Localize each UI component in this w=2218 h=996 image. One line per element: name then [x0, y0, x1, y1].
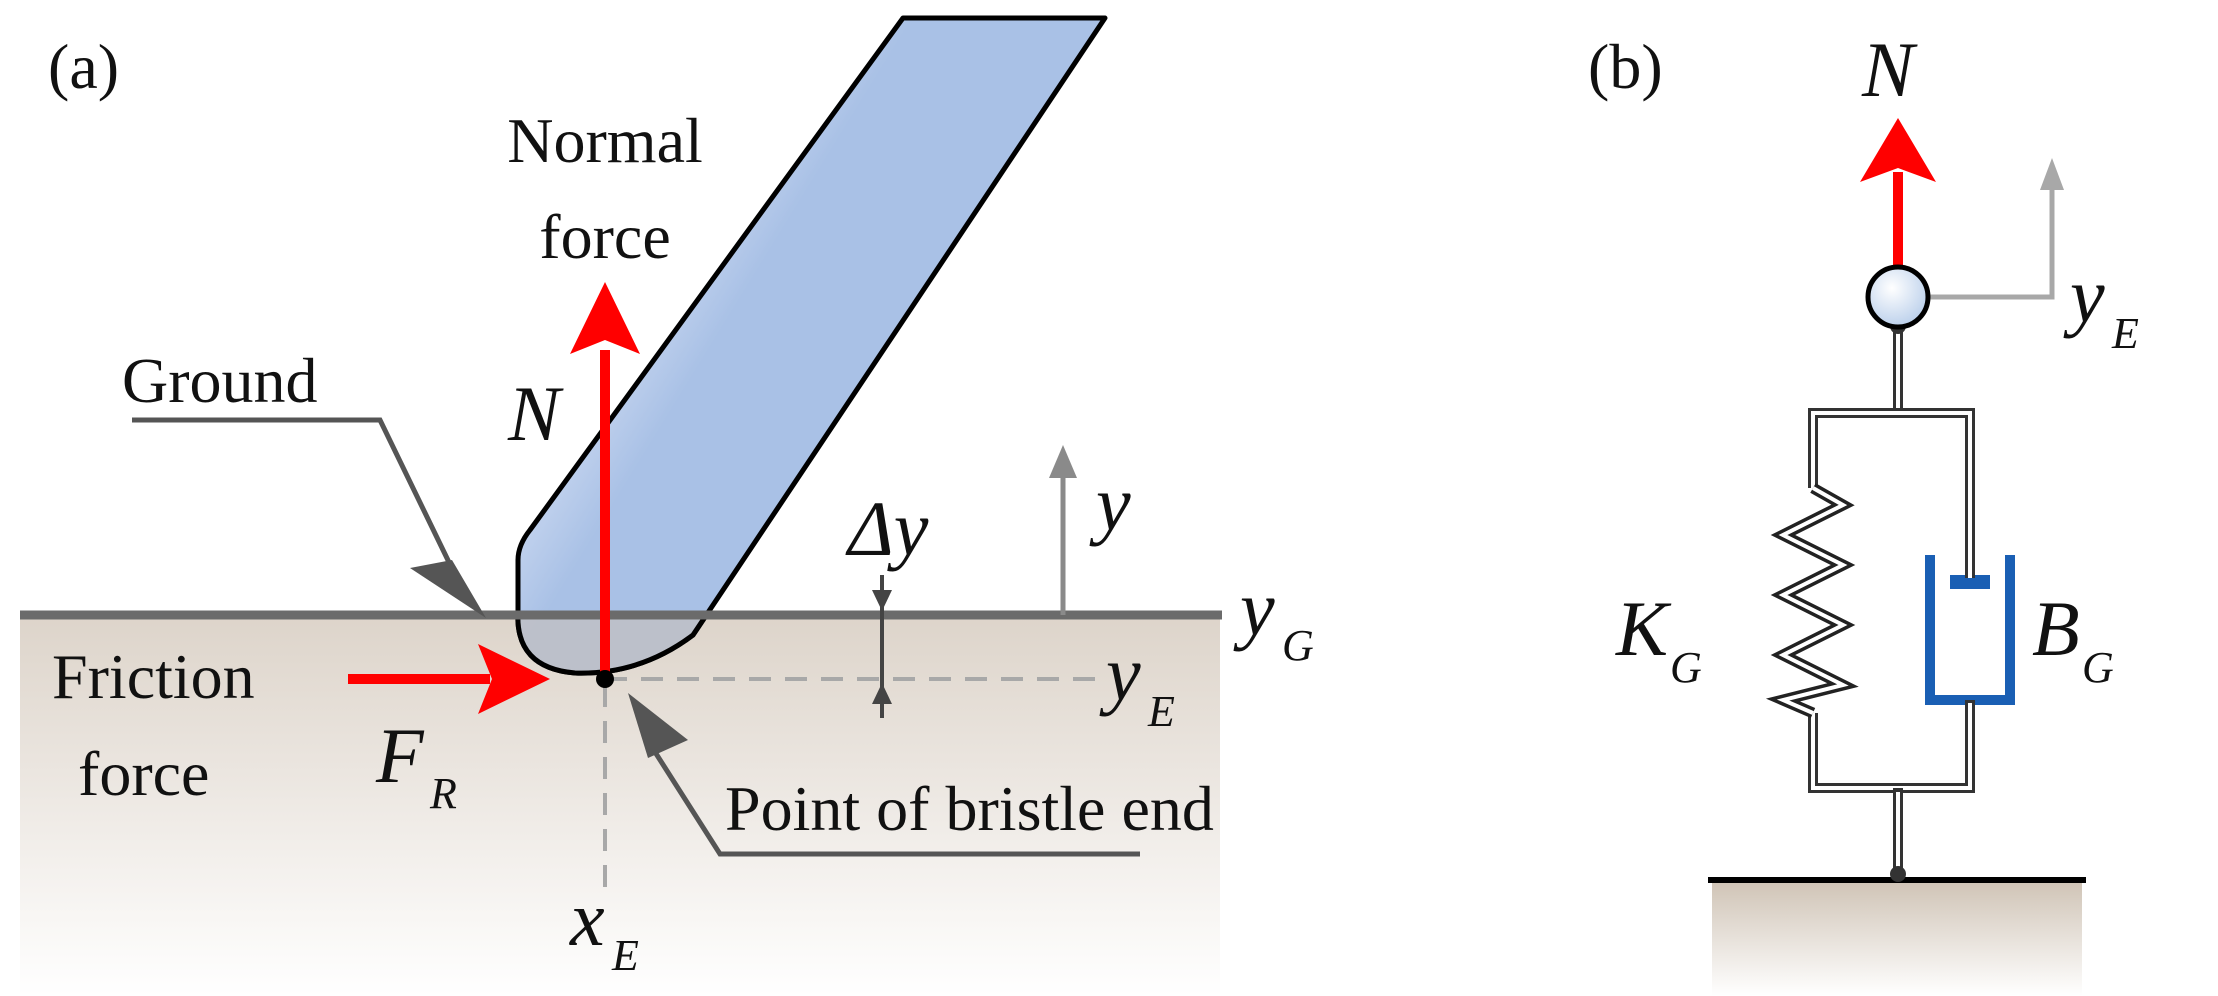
- y-e-reference-axis: [1930, 182, 2055, 300]
- bristle-tip-embedded: [515, 615, 710, 676]
- bristle-end-point: [596, 670, 614, 688]
- y-e-subscript-b: E: [2111, 309, 2139, 358]
- friction-force-label-line2: force: [78, 738, 209, 809]
- k-g-label: K: [1615, 585, 1672, 672]
- point-of-bristle-end-label: Point of bristle end: [725, 773, 1214, 844]
- y-e-reference-arrow-head: [2040, 158, 2064, 190]
- normal-force-arrow-head-b: [1860, 118, 1936, 182]
- ground-soil-b: [1712, 880, 2082, 996]
- y-e-subscript: E: [1147, 687, 1175, 736]
- normal-force-symbol-b: N: [1861, 26, 1918, 113]
- y-g-subscript: G: [1282, 621, 1314, 670]
- friction-force-label-line1: Friction: [52, 641, 255, 712]
- y-e-label: y: [1099, 630, 1141, 717]
- normal-force-label-line1: Normal: [507, 105, 703, 176]
- panel-a: (a) Normal force Ground Friction force P…: [20, 15, 1314, 996]
- delta-y-label: Δy: [845, 485, 929, 572]
- y-axis-arrow-head: [1049, 445, 1077, 478]
- k-g-subscript: G: [1670, 643, 1702, 692]
- panel-a-tag: (a): [48, 31, 119, 102]
- spring-damper-frame-outline: [1808, 408, 1975, 793]
- friction-force-symbol: F: [375, 712, 425, 799]
- ground-pointer-line: [132, 417, 463, 587]
- friction-force-subscript: R: [429, 769, 457, 818]
- x-e-subscript: E: [611, 931, 639, 980]
- panel-b: (b) N y E: [1588, 26, 2139, 996]
- y-g-label: y: [1233, 565, 1275, 652]
- normal-force-arrow-head: [570, 282, 640, 354]
- panel-b-tag: (b): [1588, 31, 1663, 102]
- delta-y-upper-arrow: [872, 590, 892, 611]
- ground-pointer-head: [410, 560, 486, 618]
- y-e-label-b: y: [2063, 252, 2105, 339]
- normal-force-label-line2: force: [539, 201, 670, 272]
- bristle-end-pointer-line: [652, 750, 1140, 857]
- y-axis-label: y: [1089, 460, 1131, 547]
- x-e-label: x: [569, 875, 605, 962]
- b-g-subscript: G: [2082, 643, 2114, 692]
- spring-damper-frame-core: [1811, 411, 1972, 790]
- spring-core: [1776, 486, 1849, 715]
- contact-ball: [1865, 264, 1931, 330]
- bristle-end-pointer-head: [628, 693, 688, 758]
- b-g-label: B: [2032, 585, 2080, 672]
- ground-label: Ground: [122, 345, 318, 416]
- delta-y-lower-arrow: [872, 683, 892, 704]
- friction-force-arrow-head: [478, 644, 550, 714]
- lower-pivot: [1890, 866, 1906, 882]
- normal-force-symbol: N: [507, 370, 564, 457]
